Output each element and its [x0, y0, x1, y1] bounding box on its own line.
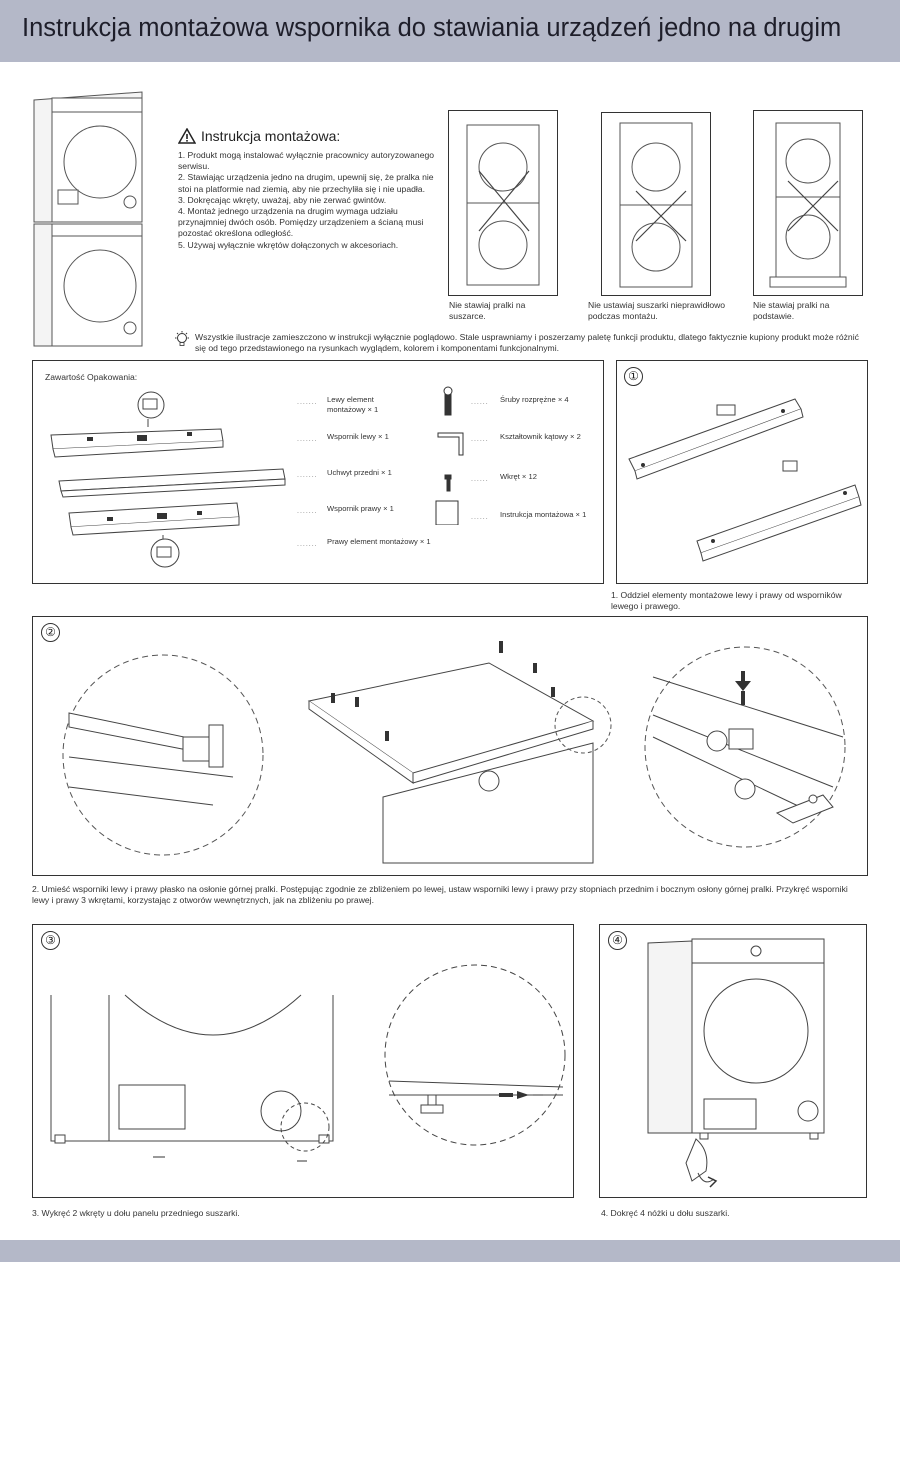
- warning-icon: [178, 128, 196, 144]
- instructions-block: Instrukcja montażowa: 1. Produkt mogą in…: [178, 128, 446, 251]
- step-number: ①: [624, 367, 643, 386]
- hardware-icons: [435, 386, 464, 525]
- instruction-item: 1. Produkt mogą instalować wyłącznie pra…: [178, 150, 435, 172]
- package-item: Lewy element montażowy × 1: [327, 395, 379, 414]
- package-item: Wspornik prawy × 1: [327, 504, 394, 513]
- lightbulb-icon: [172, 330, 192, 348]
- step-3-box: ③: [32, 924, 574, 1198]
- step-1-caption: 1. Oddziel elementy montażowe lewy i pra…: [611, 590, 842, 611]
- disclaimer-note: Wszystkie ilustracje zamieszczono w inst…: [195, 332, 859, 353]
- instruction-item: 4. Montaż jednego urządzenia na drugim w…: [178, 206, 424, 239]
- step-2-illustration: [62, 641, 846, 864]
- step-3-caption: 3. Wykręć 2 wkręty u dołu panelu przedni…: [32, 1208, 240, 1218]
- step-number: ②: [41, 623, 60, 642]
- warning-box-2: [601, 112, 711, 296]
- warning-caption-2: Nie ustawiaj suszarki nieprawidłowo podc…: [588, 300, 726, 321]
- header-band: [0, 0, 900, 62]
- package-item: Kształtownik kątowy × 2: [500, 432, 581, 441]
- instruction-item: 3. Dokręcając wkręty, uważaj, aby nie ze…: [178, 194, 387, 205]
- package-item: Wkręt × 12: [500, 472, 537, 481]
- warning-box-3: [753, 110, 863, 296]
- warning-caption-3: Nie stawiaj pralki na podstawie.: [753, 300, 830, 321]
- instructions-list: 1. Produkt mogą instalować wyłącznie pra…: [178, 150, 446, 251]
- instruction-item: 5. Używaj wyłącznie wkrętów dołączonych …: [178, 239, 399, 250]
- footer-band: [0, 1240, 900, 1262]
- instructions-title: Instrukcja montażowa:: [201, 128, 341, 144]
- step-1-box: ①: [616, 360, 868, 584]
- step-number: ④: [608, 931, 627, 950]
- step-4-box: ④: [599, 924, 867, 1198]
- step-4-illustration: [647, 938, 825, 1188]
- instruction-item: 2. Stawiając urządzenia jedno na drugim,…: [178, 172, 434, 194]
- step-2-caption: 2. Umieść wsporniki lewy i prawy płasko …: [32, 884, 848, 905]
- package-item: Instrukcja montażowa × 1: [500, 510, 587, 519]
- package-parts-illustration: [50, 391, 286, 568]
- step-2-box: ②: [32, 616, 868, 876]
- step-4-caption: 4. Dokręć 4 nóżki u dołu suszarki.: [601, 1208, 730, 1218]
- step-1-illustration: [628, 398, 862, 562]
- package-title: Zawartość Opakowania:: [45, 372, 138, 382]
- warning-caption-1: Nie stawiaj pralki na suszarce.: [449, 300, 526, 321]
- package-item: Prawy element montażowy × 1: [327, 537, 431, 546]
- package-item: Uchwyt przedni × 1: [327, 468, 392, 477]
- warning-box-1: [448, 110, 558, 296]
- package-item: Śruby rozprężne × 4: [500, 395, 569, 404]
- step-3-illustration: [50, 964, 566, 1162]
- package-contents-box: Zawartość Opakowania: ....... Lewy eleme…: [32, 360, 604, 584]
- step-number: ③: [41, 931, 60, 950]
- stacked-appliances-illustration: [30, 90, 150, 352]
- page-title: Instrukcja montażowa wspornika do stawia…: [22, 14, 842, 42]
- package-item: Wspornik lewy × 1: [327, 432, 389, 441]
